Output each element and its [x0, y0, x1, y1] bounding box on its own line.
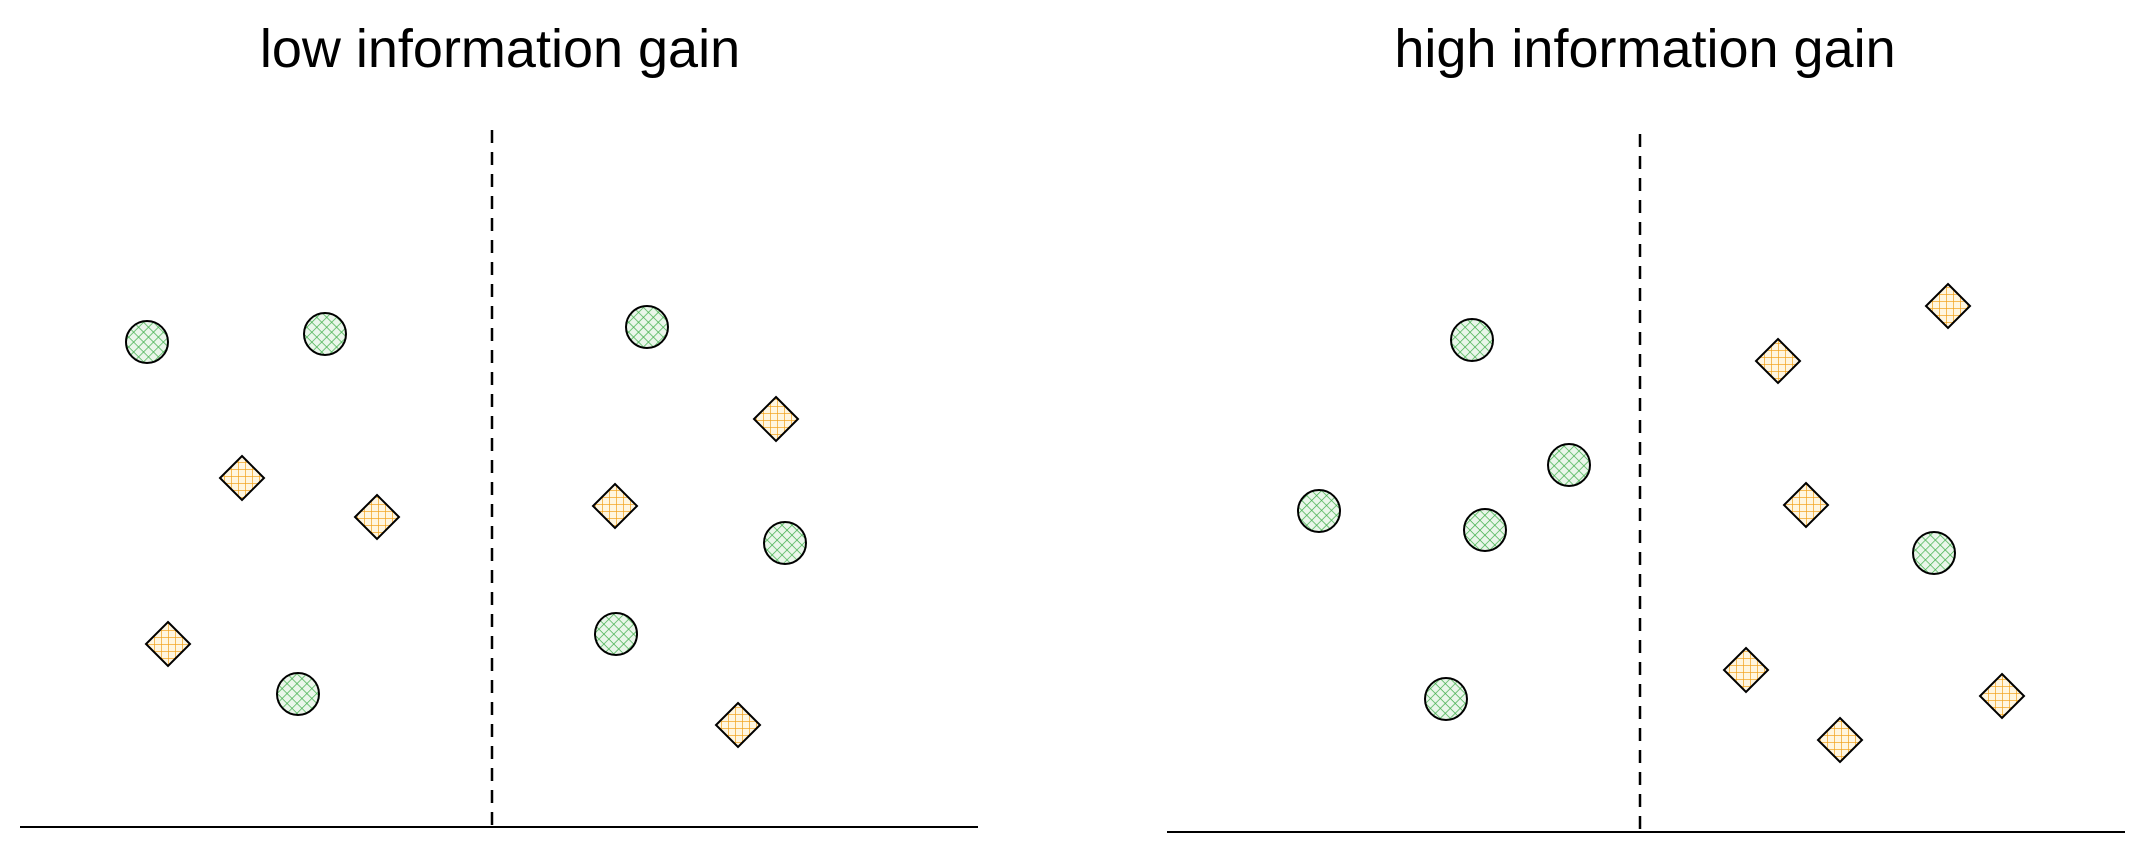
- points-layer: [125, 282, 2026, 764]
- diamond-point: [591, 482, 639, 530]
- diamond-point: [144, 620, 192, 668]
- circle-point: [1424, 677, 1468, 721]
- diamond-point: [1782, 481, 1830, 529]
- diamond-point: [353, 493, 401, 541]
- diamond-point: [1978, 672, 2026, 720]
- diamond-point: [714, 701, 762, 749]
- diamond-point: [1754, 337, 1802, 385]
- circle-point: [1463, 508, 1507, 552]
- circle-point: [625, 305, 669, 349]
- panel-low-information-gain: low information gain: [0, 0, 1000, 852]
- circle-point: [303, 312, 347, 356]
- circle-point: [594, 612, 638, 656]
- circle-point: [763, 521, 807, 565]
- circle-point: [1547, 443, 1591, 487]
- diamond-point: [1722, 646, 1770, 694]
- circle-point: [1912, 531, 1956, 575]
- diamond-point: [1816, 716, 1864, 764]
- diamond-point: [218, 454, 266, 502]
- panel-high-information-gain: high information gain: [1145, 0, 2145, 852]
- circle-point: [125, 320, 169, 364]
- circle-point: [1450, 318, 1494, 362]
- diamond-point: [752, 395, 800, 443]
- panel-title: high information gain: [1394, 19, 1896, 79]
- circle-point: [276, 672, 320, 716]
- circle-point: [1297, 489, 1341, 533]
- diamond-point: [1924, 282, 1972, 330]
- panel-title: low information gain: [259, 19, 741, 79]
